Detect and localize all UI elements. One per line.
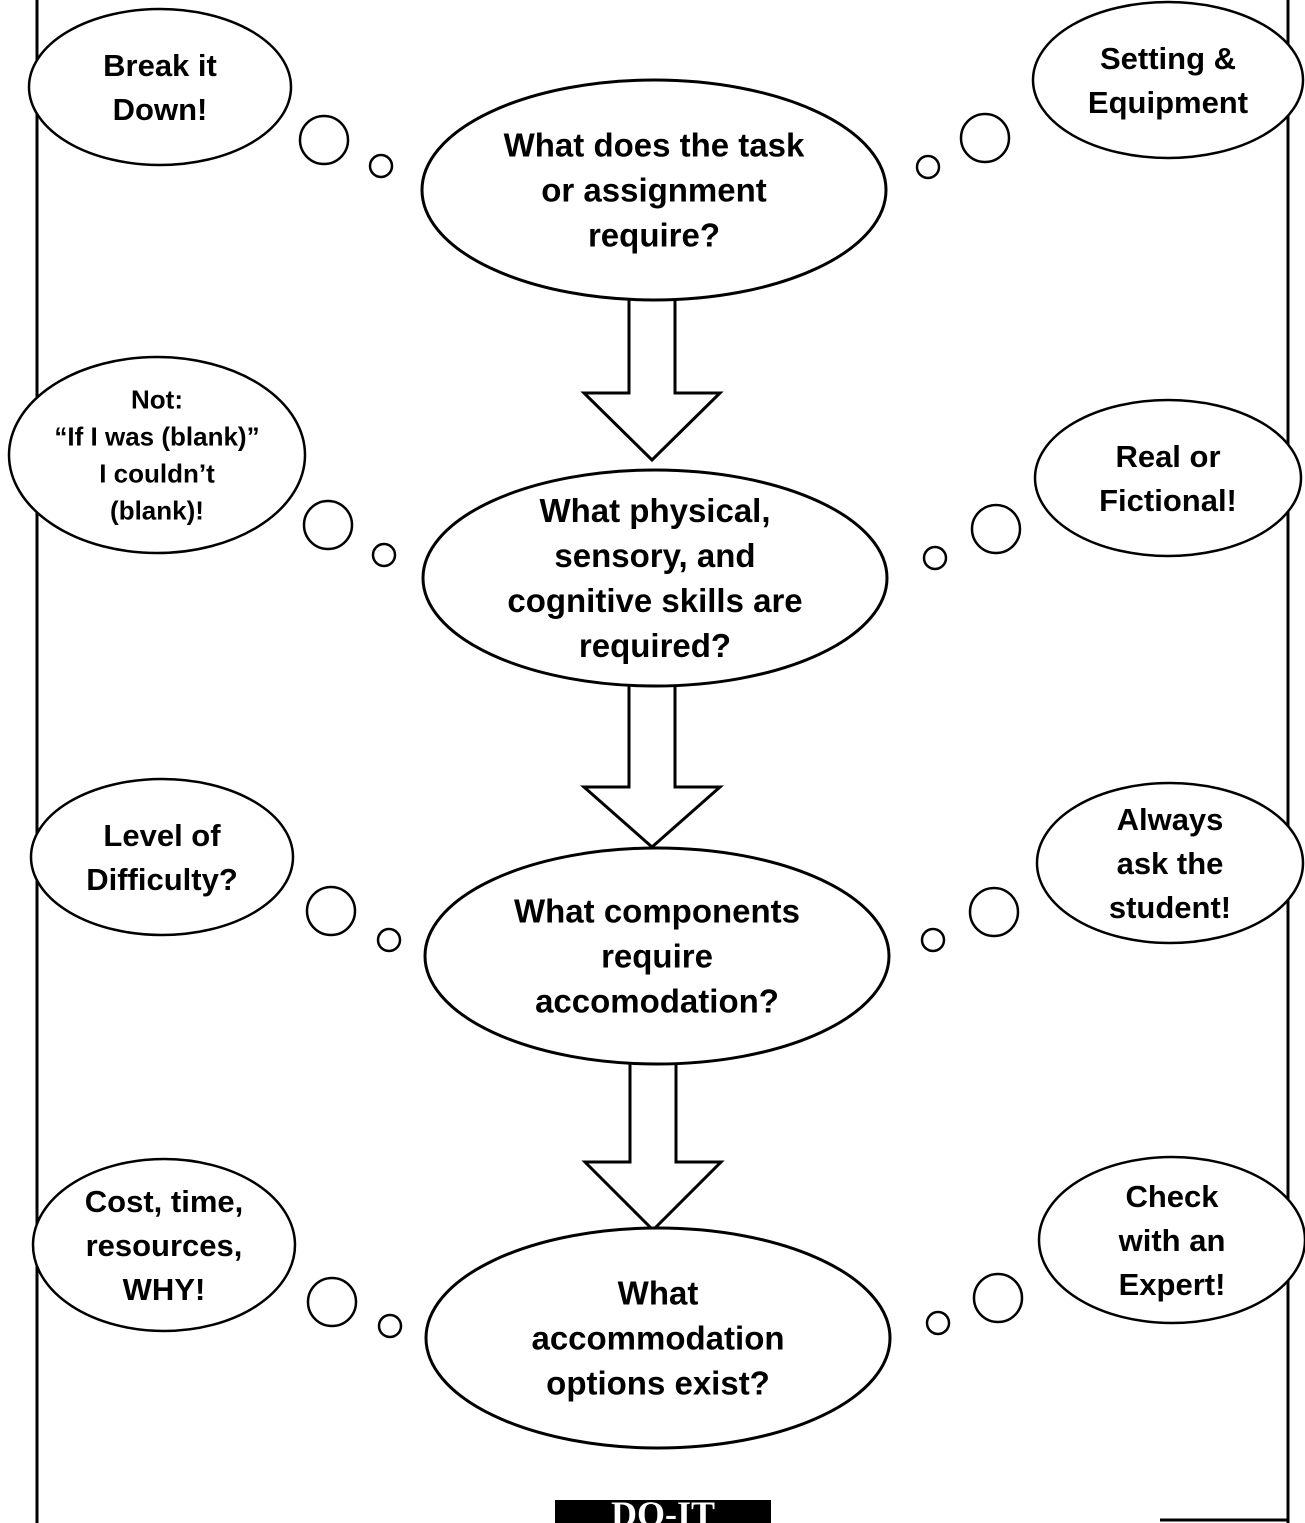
step-question-text: What does the task or assignment require?	[504, 127, 805, 254]
right-thought-bubble-1: Setting & Equipment	[1031, 0, 1305, 160]
left-thought-connector-4-2	[377, 1313, 403, 1339]
step-question-text-line: cognitive skills are	[507, 582, 802, 619]
step-ellipse	[420, 78, 888, 302]
left-thought-bubble-1: Break it Down!	[27, 7, 293, 167]
do-it-logo: DO-IT	[555, 1494, 771, 1523]
step-question-text-line: accomodation?	[535, 983, 779, 1020]
thought-bubble-text: Break it Down!	[103, 48, 217, 127]
thought-bubble-text: Real or Fictional!	[1099, 439, 1237, 518]
step-question-3: What components require accomodation?	[423, 846, 891, 1066]
step-question-text-line: required?	[579, 627, 731, 664]
thought-bubble-text-line: Fictional!	[1099, 483, 1237, 518]
thought-bubble-text-line: Real or	[1115, 439, 1220, 474]
do-it-logo-text: DO-IT	[611, 1494, 715, 1523]
thought-bubble-text-line: Cost, time,	[85, 1184, 243, 1219]
step-question-text-line: What	[618, 1275, 699, 1312]
thought-bubble-text-line: Setting &	[1100, 41, 1236, 76]
thought-bubble-text-line: “If I was (blank)”	[54, 422, 259, 452]
left-thought-bubble-3: Level of Difficulty?	[29, 777, 295, 937]
thought-bubble-ellipse	[27, 7, 293, 167]
step-question-text-line: accommodation	[531, 1320, 784, 1357]
step-ellipse	[423, 846, 891, 1066]
step-question-2: What physical, sensory, and cognitive skil…	[421, 468, 889, 688]
left-thought-bubble-4: Cost, time, resources, WHY!	[31, 1157, 297, 1333]
right-thought-connector-1-2	[959, 112, 1011, 164]
step-ellipse	[421, 468, 889, 688]
right-thought-connector-2-1	[922, 545, 948, 571]
thought-bubble-text-line: Expert!	[1119, 1267, 1226, 1302]
thought-bubble-ellipse	[1031, 0, 1305, 160]
thought-bubble-text-line: student!	[1109, 890, 1231, 925]
left-thought-connector-3-2	[376, 927, 402, 953]
step-question-text-line: What does the task	[504, 127, 805, 164]
thought-bubble-text-line: with an	[1118, 1223, 1226, 1258]
thought-bubble-text-line: Equipment	[1088, 85, 1248, 120]
down-arrow-3	[581, 1038, 725, 1233]
thought-bubble-text: Check with an Expert!	[1118, 1179, 1226, 1302]
left-thought-connector-2-2	[371, 542, 397, 568]
step-question-text-line: or assignment	[541, 172, 767, 209]
step-question-text-line: require	[601, 938, 713, 975]
thought-bubble-text-line: resources,	[86, 1228, 243, 1263]
step-question-text-line: require?	[588, 217, 720, 254]
thought-bubble-text-line: Difficulty?	[86, 862, 238, 897]
thought-bubble-text-line: Down!	[113, 92, 208, 127]
step-question-text: What physical, sensory, and cognitive skil…	[507, 492, 802, 664]
thought-bubble-text: Level of Difficulty?	[86, 818, 238, 897]
step-question-text-line: What physical,	[539, 492, 770, 529]
right-thought-connector-1-1	[915, 154, 941, 180]
thought-bubble-text: Cost, time, resources, WHY!	[85, 1184, 243, 1307]
step-question-text-line: options exist?	[546, 1365, 770, 1402]
thought-bubble-text-line: Level of	[103, 818, 221, 853]
thought-bubble-text-line: Check	[1125, 1179, 1219, 1214]
thought-bubble-ellipse	[29, 777, 295, 937]
right-thought-bubble-2: Real or Fictional!	[1033, 398, 1303, 558]
left-thought-connector-1-2	[368, 153, 394, 179]
thought-bubble-text-line: Not:	[131, 385, 183, 415]
left-thought-bubble-2: Not: “If I was (blank)” I couldn’t (blank)!	[7, 355, 307, 555]
thought-bubble-text-line: ask the	[1117, 846, 1224, 881]
step-question-4: What accommodation options exist?	[424, 1226, 892, 1450]
thought-bubble-text-line: Break it	[103, 48, 217, 83]
thought-bubble-text: Always ask the student!	[1109, 802, 1231, 925]
step-question-1: What does the task or assignment require?	[420, 78, 888, 302]
thought-bubble-text-line: WHY!	[123, 1272, 206, 1307]
thought-bubble-text-line: (blank)!	[110, 496, 204, 526]
step-question-text: What accommodation options exist?	[531, 1275, 784, 1402]
down-arrow-2	[580, 676, 724, 850]
right-thought-bubble-4: Check with an Expert!	[1037, 1155, 1305, 1325]
step-question-text-line: What components	[514, 893, 800, 930]
right-thought-connector-4-2	[972, 1272, 1024, 1324]
thought-bubble-ellipse	[1035, 781, 1305, 945]
thought-bubble-text: Not: “If I was (blank)” I couldn’t (blank)!	[54, 385, 259, 526]
left-thought-connector-3-1	[305, 885, 357, 937]
left-thought-connector-1-1	[298, 114, 350, 166]
left-thought-connector-2-1	[302, 499, 354, 551]
right-thought-connector-4-1	[925, 1310, 951, 1336]
right-thought-connector-3-2	[968, 886, 1020, 938]
right-thought-bubble-3: Always ask the student!	[1035, 781, 1305, 945]
thought-bubble-ellipse	[7, 355, 307, 555]
right-thought-connector-3-1	[920, 927, 946, 953]
right-thought-connector-2-2	[970, 503, 1022, 555]
left-thought-connector-4-1	[306, 1276, 358, 1328]
step-question-text: What components require accomodation?	[514, 893, 800, 1020]
thought-bubble-ellipse	[1033, 398, 1303, 558]
step-ellipse	[424, 1226, 892, 1450]
step-question-text-line: sensory, and	[554, 537, 755, 574]
thought-bubble-ellipse	[31, 1157, 297, 1333]
thought-bubble-ellipse	[1037, 1155, 1305, 1325]
thought-bubble-text: Setting & Equipment	[1088, 41, 1248, 120]
thought-bubble-text-line: Always	[1117, 802, 1224, 837]
thought-bubble-text-line: I couldn’t	[99, 459, 215, 489]
